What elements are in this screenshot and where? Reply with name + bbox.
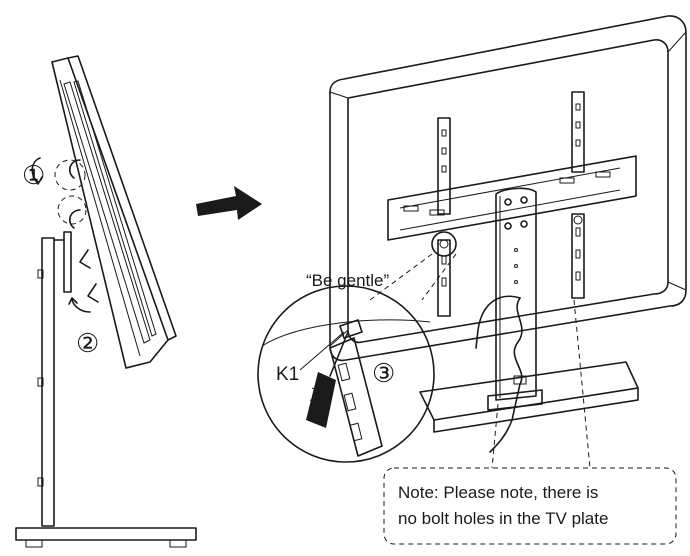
- proceed-arrow: [196, 186, 262, 220]
- note-line-1: Note: Please note, there is: [398, 483, 598, 502]
- zoom-detail: [257, 285, 435, 463]
- k1-leader-line: [299, 331, 345, 371]
- tv-side-view: [51, 55, 177, 369]
- vesa-rail-upper-right: [571, 91, 585, 173]
- vesa-rail-lower-right: [571, 213, 585, 299]
- stand-side-view: [15, 231, 197, 548]
- zoom-leader-right: [421, 253, 457, 301]
- step-3-marker: ③: [372, 358, 395, 388]
- cable-in-column: [489, 297, 523, 453]
- hook-detail-circle-upper: [54, 159, 86, 191]
- step-2-marker: ②: [76, 328, 99, 358]
- bolt-detail-circle: [431, 231, 457, 257]
- push-arrow-2: [71, 299, 91, 313]
- screwdriver: [306, 331, 349, 428]
- note-line-2: no bolt holes in the TV plate: [398, 509, 608, 528]
- be-gentle-caption: “Be gentle”: [306, 271, 389, 290]
- note-leader-right: [573, 299, 591, 469]
- tv-vent-grille: [63, 80, 157, 344]
- note-leader-left: [491, 403, 499, 469]
- step-1-marker: ①: [22, 160, 45, 190]
- note-box: Note: Please note, there is no bolt hole…: [383, 467, 677, 545]
- k1-label: K1: [276, 364, 299, 385]
- hook-detail-circle-lower: [57, 195, 87, 225]
- vesa-rail-lower-left: [437, 239, 451, 317]
- mounting-plate: [387, 155, 637, 241]
